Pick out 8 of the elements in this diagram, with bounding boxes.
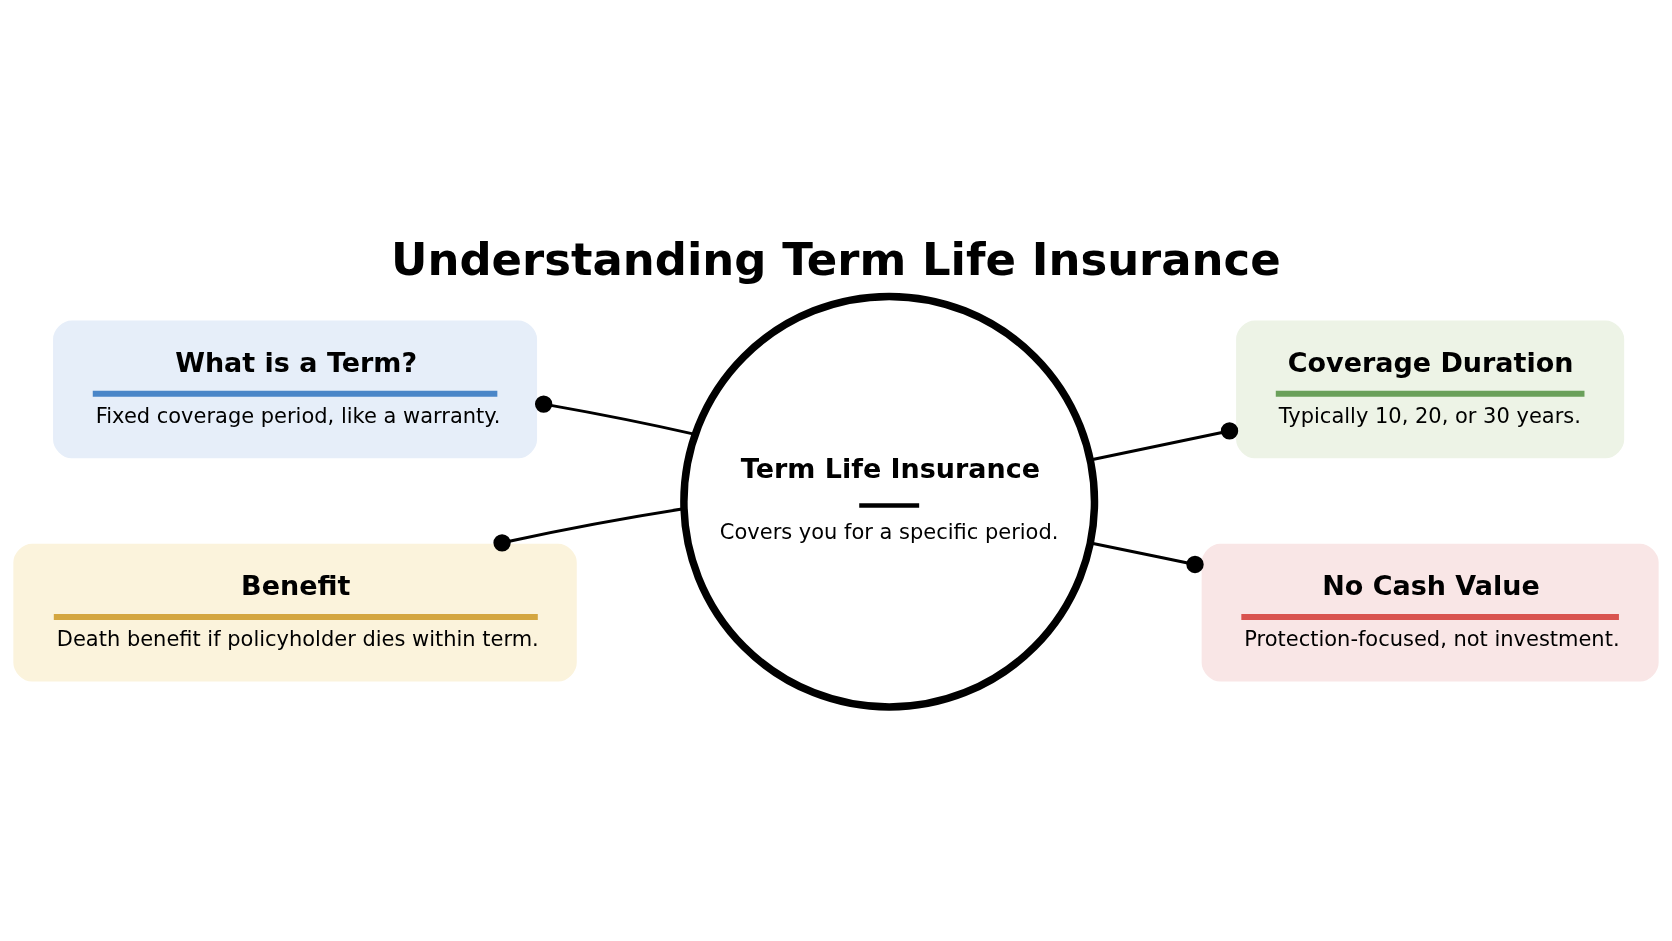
connector [493,506,684,552]
diagram-title: Understanding Term Life Insurance [390,232,1281,286]
node-circle: Term Life Insurance Covers you for a specific period. [680,292,1099,711]
node-box: What is a Term? Fixed coverage period, like a warranty. [53,319,538,458]
node-box: Benefit Death benefit if policyholder dies within term. [13,543,577,682]
node-box: Coverage Duration Typically 10, 20, or 30 years. [1236,319,1625,458]
node-box: No Cash Value Protection-focused, not investment. [1201,543,1659,682]
connector [1090,540,1204,573]
